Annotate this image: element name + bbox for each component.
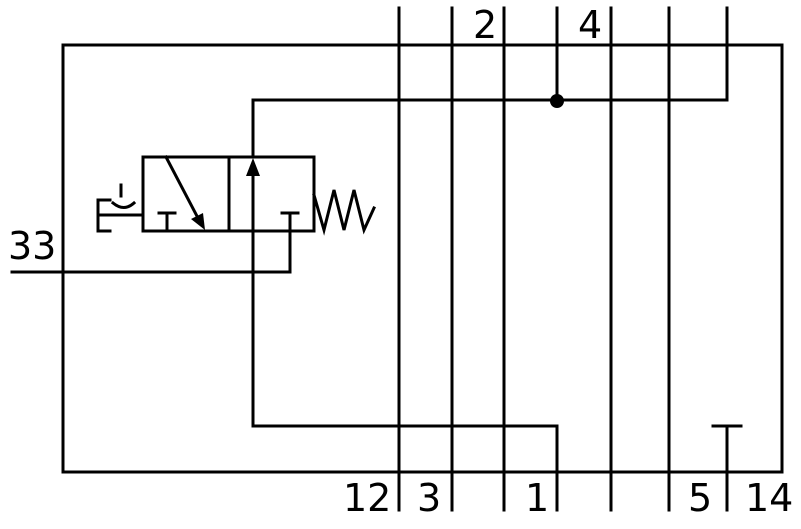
arrow-down-icon [191, 213, 205, 230]
pipe-port-33 [10, 229, 292, 274]
push-button-actuator-icon [96, 183, 145, 233]
port-label-3: 3 [417, 476, 441, 520]
pipe-output-loop [251, 98, 729, 159]
port-lines [397, 6, 729, 512]
port-label-4: 4 [578, 3, 602, 47]
port-label-14: 14 [745, 476, 793, 520]
junction-dot-icon [550, 94, 564, 108]
valve-body [141, 154, 316, 233]
valve-left-flow-line [163, 154, 202, 223]
port-label-33: 33 [8, 224, 56, 268]
arrow-up-icon [246, 158, 260, 176]
port-label-2: 2 [473, 3, 497, 47]
housing-frame [61, 43, 784, 474]
pipe-supply-loop [251, 229, 559, 428]
internal-piping [10, 98, 729, 428]
port-label-12: 12 [343, 476, 391, 520]
port-label-5: 5 [688, 476, 712, 520]
spring-return-icon [312, 189, 376, 236]
port-label-1: 1 [525, 476, 549, 520]
valve-position-right [227, 155, 316, 233]
